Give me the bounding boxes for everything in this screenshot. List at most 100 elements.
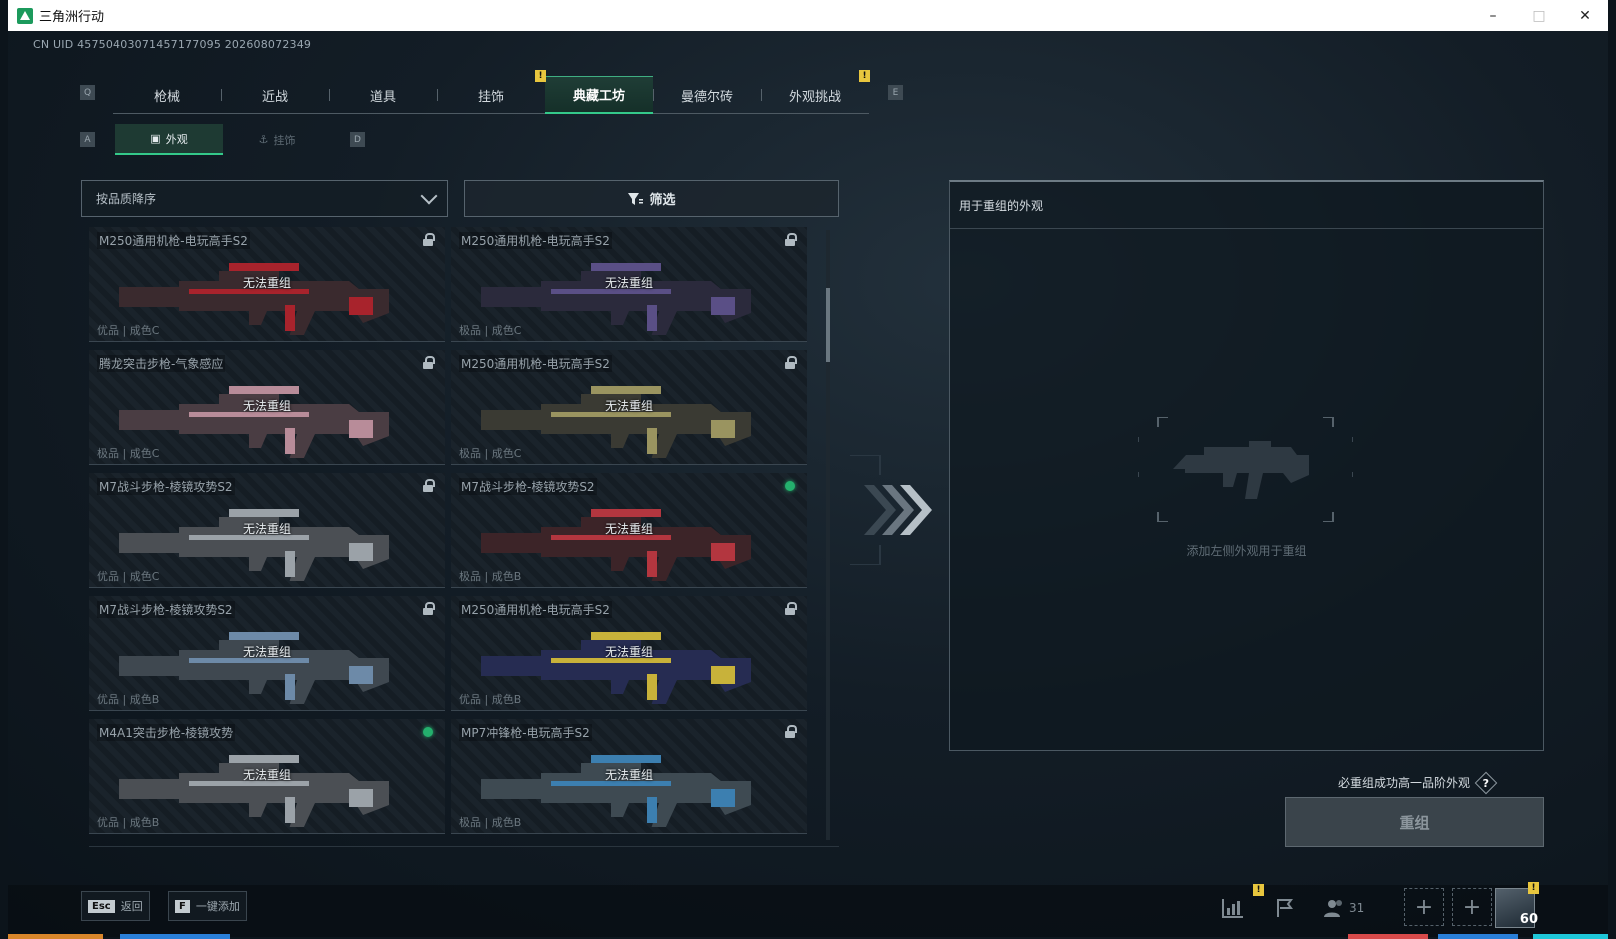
quick-add-label: 一键添加 bbox=[195, 900, 240, 913]
transfer-arrow-icon bbox=[850, 455, 932, 565]
workshop-notification-badge: ! bbox=[535, 70, 546, 82]
tab-label: 枪械 bbox=[153, 89, 180, 105]
skin-status: 无法重组 bbox=[242, 276, 291, 290]
add-teammate-slot-2[interactable]: + bbox=[1452, 888, 1492, 926]
game-window: 三角洲行动 – □ ✕ CN UID 4575040307145717709​5… bbox=[8, 0, 1608, 939]
weapon-skin-image bbox=[481, 386, 751, 458]
help-symbol: ? bbox=[1482, 775, 1490, 789]
stats-chart-icon[interactable] bbox=[1218, 893, 1248, 923]
scrollbar-thumb[interactable] bbox=[826, 288, 830, 362]
add-teammate-slot-1[interactable]: + bbox=[1404, 888, 1444, 926]
sort-value: 按品质降序 bbox=[96, 192, 157, 206]
tab-label: 典藏工坊 bbox=[572, 89, 625, 104]
skin-quality: 极品 | 成色C bbox=[459, 324, 522, 337]
subtab-label: 外观 bbox=[165, 132, 188, 146]
skin-name: M7战斗步枪-棱镜攻势S2 bbox=[459, 478, 597, 495]
skin-status: 无法重组 bbox=[604, 399, 653, 413]
skin-status: 无法重组 bbox=[242, 645, 291, 659]
skin-name: 腾龙突击步枪-气象感应 bbox=[97, 355, 226, 372]
skin-quality: 优品 | 成色B bbox=[459, 693, 522, 706]
weapon-skin-image bbox=[119, 386, 389, 458]
filter-button[interactable]: 筛选 bbox=[464, 180, 839, 217]
skin-quality: 优品 | 成色B bbox=[97, 816, 160, 829]
available-indicator-icon bbox=[423, 727, 433, 737]
close-button[interactable]: ✕ bbox=[1579, 7, 1591, 24]
friends-count: 31 bbox=[1349, 901, 1365, 915]
lock-icon bbox=[423, 356, 435, 369]
recompose-panel: 用于重组的外观 添加左侧外观用于重组 bbox=[949, 180, 1544, 751]
flag-icon[interactable] bbox=[1270, 893, 1300, 923]
tab-label: 道具 bbox=[369, 89, 396, 105]
back-button[interactable]: Esc 返回 bbox=[81, 891, 150, 921]
charm-icon: ⚓ bbox=[258, 133, 269, 146]
recompose-label: 重组 bbox=[1399, 813, 1430, 832]
weapon-skin-image bbox=[119, 263, 389, 335]
skin-status: 无法重组 bbox=[604, 276, 653, 290]
subtab-prev-key-hint: A bbox=[80, 132, 95, 147]
sort-dropdown[interactable]: 按品质降序 bbox=[81, 180, 448, 217]
available-indicator-icon bbox=[785, 481, 795, 491]
skin-quality: 优品 | 成色B bbox=[97, 693, 160, 706]
lock-icon bbox=[785, 602, 797, 615]
skin-status: 无法重组 bbox=[604, 645, 653, 659]
help-icon[interactable]: ? bbox=[1474, 771, 1498, 794]
tab-mandel-brick[interactable]: 曼德尔砖 bbox=[653, 76, 761, 114]
weapon-skin-image bbox=[119, 509, 389, 581]
maximize-button[interactable]: □ bbox=[1532, 7, 1546, 24]
tab-charms[interactable]: 挂饰 bbox=[437, 76, 545, 114]
minimize-button[interactable]: – bbox=[1489, 7, 1497, 24]
subtab-charms[interactable]: ⚓ 挂饰 bbox=[223, 124, 331, 155]
recompose-button[interactable]: 重组 bbox=[1285, 797, 1544, 847]
skin-card[interactable]: 腾龙突击步枪-气象感应无法重组极品 | 成色C bbox=[89, 350, 445, 465]
friends-button[interactable]: 31 bbox=[1323, 893, 1383, 923]
tab-prev-key-hint: Q bbox=[80, 85, 95, 100]
lock-icon bbox=[423, 233, 435, 246]
skin-quality: 极品 | 成色C bbox=[459, 447, 522, 460]
tab-melee[interactable]: 近战 bbox=[221, 76, 329, 114]
guarantee-text: 必重组成功高一品阶外观 bbox=[1338, 776, 1471, 790]
tab-appearance-challenge[interactable]: 外观挑战 bbox=[761, 76, 869, 114]
tab-props[interactable]: 道具 bbox=[329, 76, 437, 114]
bottom-bar bbox=[8, 885, 1608, 937]
grid-scrollbar[interactable] bbox=[826, 230, 830, 840]
guarantee-note: 必重组成功高一品阶外观 ? bbox=[1338, 771, 1498, 794]
empty-slot-rifle-icon[interactable] bbox=[1138, 417, 1353, 522]
skin-name: M7战斗步枪-棱镜攻势S2 bbox=[97, 478, 235, 495]
taskbar-strip bbox=[1533, 934, 1608, 939]
quick-add-button[interactable]: F 一键添加 bbox=[168, 891, 247, 921]
esc-key: Esc bbox=[88, 899, 115, 913]
taskbar-strip bbox=[1438, 934, 1518, 939]
tab-label: 近战 bbox=[261, 89, 288, 105]
tab-firearms[interactable]: 枪械 bbox=[113, 76, 221, 114]
chevron-down-icon bbox=[420, 187, 438, 205]
category-tabs: 枪械 近战 道具 挂饰 典藏工坊 曼德尔砖 外观挑战 bbox=[113, 76, 869, 114]
skin-quality: 优品 | 成色C bbox=[97, 570, 160, 583]
filter-label: 筛选 bbox=[649, 193, 676, 208]
skin-card[interactable]: M4A1突击步枪-棱镜攻势无法重组优品 | 成色B bbox=[89, 719, 445, 834]
plus-icon: + bbox=[1462, 894, 1482, 920]
panel-title: 用于重组的外观 bbox=[950, 182, 1543, 229]
weapon-skin-image bbox=[119, 755, 389, 827]
image-icon: ▣ bbox=[150, 132, 161, 145]
skin-quality: 极品 | 成色B bbox=[459, 570, 522, 583]
player-avatar[interactable]: 60 bbox=[1495, 888, 1538, 928]
skin-status: 无法重组 bbox=[242, 768, 291, 782]
weapon-skin-image bbox=[481, 509, 751, 581]
back-label: 返回 bbox=[120, 900, 143, 913]
skin-name: MP7冲锋枪-电玩高手S2 bbox=[459, 724, 592, 741]
tab-collection-workshop[interactable]: 典藏工坊 bbox=[545, 76, 653, 114]
lock-icon bbox=[423, 479, 435, 492]
subtab-appearance[interactable]: ▣ 外观 bbox=[115, 124, 223, 155]
tab-label: 外观挑战 bbox=[788, 89, 841, 105]
plus-icon: + bbox=[1414, 894, 1434, 920]
skin-quality: 极品 | 成色C bbox=[97, 447, 160, 460]
